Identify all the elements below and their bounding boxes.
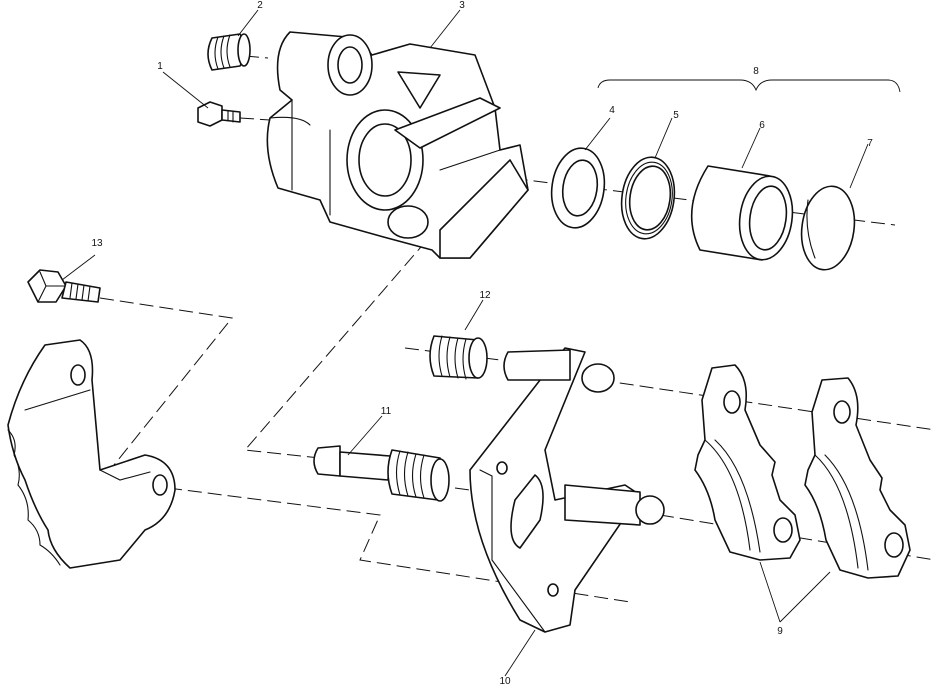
callout-6: 6 <box>759 120 765 131</box>
slide-pin-part <box>313 445 450 502</box>
slide-pin-boot-part <box>429 335 488 380</box>
callout-5: 5 <box>673 110 679 121</box>
caliper-housing-part <box>266 31 529 259</box>
seal-ring-part <box>550 147 606 229</box>
leader-lines <box>61 9 869 677</box>
callout-13: 13 <box>91 238 103 249</box>
mounting-bolt-part <box>27 269 101 303</box>
piston-kit-bracket <box>597 79 901 93</box>
callout-1: 1 <box>157 61 163 72</box>
bleeder-screw-part <box>197 101 241 127</box>
callout-10: 10 <box>499 676 511 686</box>
callout-7: 7 <box>867 138 873 149</box>
callouts: 1 2 3 4 5 6 7 8 9 10 11 12 13 <box>91 0 873 686</box>
callout-2: 2 <box>257 0 263 11</box>
plug-part <box>207 33 251 71</box>
piston-part <box>690 165 794 261</box>
callout-9: 9 <box>777 626 783 637</box>
dust-seal-part <box>620 156 676 240</box>
callout-3: 3 <box>459 0 465 11</box>
callout-8: 8 <box>753 66 759 77</box>
piston-cap-part <box>800 185 856 271</box>
callout-12: 12 <box>479 290 491 301</box>
fork-leg-part <box>7 339 176 569</box>
brake-pads-part <box>694 364 911 579</box>
caliper-bracket-part <box>469 347 665 633</box>
callout-11: 11 <box>381 406 392 417</box>
callout-4: 4 <box>609 105 615 116</box>
